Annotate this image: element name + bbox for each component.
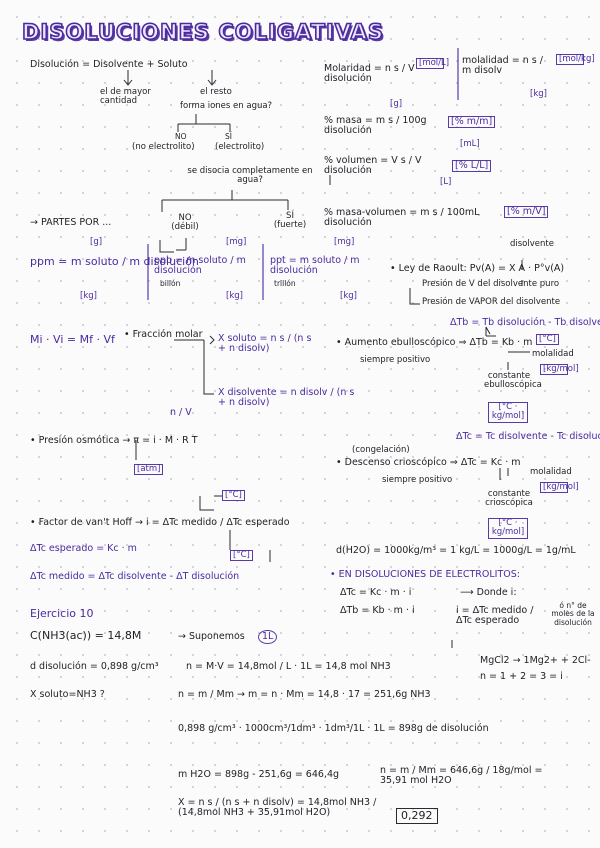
- dilution-formula: Mi · Vi = Mf · Vf: [30, 333, 115, 346]
- electrolytes-dtb: ΔTb = Kb · m · i: [340, 605, 415, 616]
- ppb-formula: ppb = m soluto / m disolución: [154, 255, 246, 277]
- n-over-v: n / V: [170, 407, 192, 418]
- ppm-unit-kg: [kg]: [80, 291, 97, 301]
- mass-pct-unit-g: [g]: [390, 99, 403, 109]
- ppm-unit-g: [g]: [90, 237, 103, 247]
- mgcl2-dissociation: MgCl2 → 1Mg2+ + 2Cl-: [480, 655, 591, 666]
- exercise-answer: 0,292: [396, 808, 438, 825]
- tb-molality: molalidad: [532, 349, 574, 359]
- vant-hoff-factor: • Factor de van't Hoff → i = ΔTc medido …: [30, 517, 290, 528]
- mass-vol-formula: % masa-volumen = m s / 100mL disolución: [324, 207, 480, 229]
- strong-label: SÍ (fuerte): [273, 211, 307, 231]
- mass-pct-formula: % masa = m s / 100g disolución: [324, 115, 427, 137]
- tb-constant: constante ebulloscópica: [484, 371, 542, 391]
- tc-unit-kg-mol: [kg/mol]: [540, 482, 579, 494]
- vant-hoff-unit-C: [°C]: [222, 490, 245, 502]
- x-solute-formula: X soluto = n s / (n s + n disolv): [218, 333, 312, 355]
- measured-delta-tc: ΔTc medido = ΔTc disolvente - ΔT disoluc…: [30, 571, 240, 582]
- osmotic-pressure: • Presión osmótica → π = i · M · R T: [30, 435, 198, 446]
- tb-unit-kg-mol: [kg/mol]: [540, 364, 579, 376]
- ppt-formula: ppt = m soluto / m disolución: [270, 255, 360, 277]
- raoult-vapor-pressure: Presión de VAPOR del disolvente: [422, 297, 561, 307]
- tb-unit-Ckg-mol: [°C · kg/mol]: [488, 402, 528, 423]
- tc-unit-Ckg-mol: [°C · kg/mol]: [488, 518, 528, 539]
- delta-tc-definition: ΔTc = Tc disolvente - Tc disolución: [456, 431, 600, 442]
- exercise-step-5: n = m / Mm = 646,6g / 18g/mol = 35,91 mo…: [380, 765, 543, 787]
- raoult-law: • Ley de Raoult: Pv(A) = X A · P°v(A): [390, 263, 565, 274]
- no-label: NO: [175, 132, 187, 141]
- expected-unit-C: [°C]: [230, 550, 253, 562]
- page-title: DISOLUCIONES COLIGATIVAS: [21, 19, 384, 45]
- molality-formula: molalidad = n s / m disolv: [462, 55, 543, 77]
- suppose-value: 1L: [258, 630, 278, 645]
- exercise-heading: Ejercicio 10: [30, 607, 94, 620]
- ppb-unit-kg: [kg]: [226, 291, 243, 301]
- electrolytes-dtc: ΔTc = Kc · m · i: [340, 587, 412, 598]
- raoult-solvent-label: disolvente: [510, 239, 554, 249]
- no-electrolyte-label: (no electrolito): [132, 142, 195, 152]
- electrolytes-or-moles: ó n° de moles de la disolución: [551, 601, 595, 627]
- si-label: SÍ: [225, 132, 232, 141]
- ppt-unit-kg: [kg]: [340, 291, 357, 301]
- vol-pct-formula: % volumen = V s / V disolución: [324, 155, 422, 177]
- solute-note: el resto: [200, 87, 232, 97]
- asked-fraction: X soluto=NH3 ?: [30, 689, 105, 700]
- ebullioscopic-rise: • Aumento ebulloscópico ⇒ ΔTb = Kb · m: [336, 337, 533, 348]
- weak-label: NO (débil): [171, 213, 199, 233]
- delta-tb-definition: ΔTb = Tb disolución - Tb disolvente: [450, 317, 600, 328]
- solvent-note: el de mayor cantidad: [100, 87, 151, 107]
- molarity-formula: Molaridad = n s / V disolución: [324, 63, 415, 85]
- ppb-billion: billón: [160, 279, 181, 288]
- electrolytes-where: ⟶ Donde i:: [460, 587, 517, 598]
- exercise-step-6: X = n s / (n s + n disolv) = 14,8mol NH3…: [178, 797, 377, 819]
- disolucion-definition: Disolución = Disolvente + Soluto: [30, 59, 188, 70]
- molarity-unit: [mol/L]: [416, 58, 449, 70]
- mole-fraction-label: • Fracción molar: [124, 329, 203, 340]
- tc-constant: constante crioscópica: [485, 489, 533, 509]
- congelation-label: (congelación): [352, 445, 410, 455]
- ions-sum: n = 1 + 2 = 3 = i: [480, 671, 563, 682]
- electrolytes-i-def: i = ΔTc medido / ΔTc esperado: [456, 605, 534, 627]
- molality-unit: [mol/kg]: [556, 54, 595, 66]
- mass-vol-unit: [% m/V]: [504, 206, 549, 219]
- suppose-label: → Suponemos: [178, 631, 245, 642]
- x-solvent-formula: X disolvente = n disolv / (n s + n disol…: [218, 387, 355, 409]
- ions-question: forma iones en agua?: [180, 101, 273, 111]
- parts-per-heading: → PARTES POR ...: [30, 217, 112, 228]
- molality-kg-unit: [kg]: [530, 89, 547, 99]
- ppb-unit-mg: [mg]: [226, 237, 247, 247]
- expected-delta-tc: ΔTc esperado = Kc · m: [30, 543, 137, 554]
- vol-pct-unit: [% L/L]: [452, 160, 492, 173]
- tb-always-positive: siempre positivo: [360, 355, 431, 365]
- vol-pct-unit-mL: [mL]: [460, 139, 480, 149]
- given-concentration: C(NH3(ac)) = 14,8M: [30, 629, 142, 642]
- dissociation-question: se disocia completamente en agua?: [187, 166, 313, 186]
- vol-pct-unit-L: [L]: [440, 177, 452, 187]
- exercise-step-4: m H2O = 898g - 251,6g = 646,4g: [178, 769, 340, 780]
- water-density: d(H2O) = 1000kg/m³ = 1 kg/L = 1000g/L = …: [336, 545, 576, 556]
- ppt-unit-mg: [mg]: [334, 237, 355, 247]
- tc-always-positive: siempre positivo: [382, 475, 453, 485]
- tc-molality: molalidad: [530, 467, 572, 477]
- ppm-formula: ppm = m soluto / m disolución: [30, 255, 199, 268]
- exercise-step-3: 0,898 g/cm³ · 1000cm³/1dm³ · 1dm³/1L · 1…: [178, 723, 489, 734]
- exercise-step-1: n = M·V = 14,8mol / L · 1L = 14,8 mol NH…: [186, 661, 391, 672]
- given-density: d disolución = 0,898 g/cm³: [30, 661, 159, 672]
- tb-unit-C: [°C]: [536, 334, 559, 346]
- electrolyte-label: (electrolito): [215, 142, 265, 152]
- osmotic-atm: [atm]: [134, 464, 164, 476]
- ppt-trillion: trillón: [274, 279, 296, 288]
- exercise-step-2: n = m / Mm → m = n · Mm = 14,8 · 17 = 25…: [178, 689, 431, 700]
- mass-pct-unit: [% m/m]: [448, 116, 496, 129]
- raoult-pure-pressure: Presión de V del disolvente puro: [422, 279, 560, 289]
- electrolytes-heading: • EN DISOLUCIONES DE ELECTROLITOS:: [330, 569, 520, 580]
- cryoscopic-fall: • Descenso crioscópico ⇒ ΔTc = Kc · m: [336, 457, 521, 468]
